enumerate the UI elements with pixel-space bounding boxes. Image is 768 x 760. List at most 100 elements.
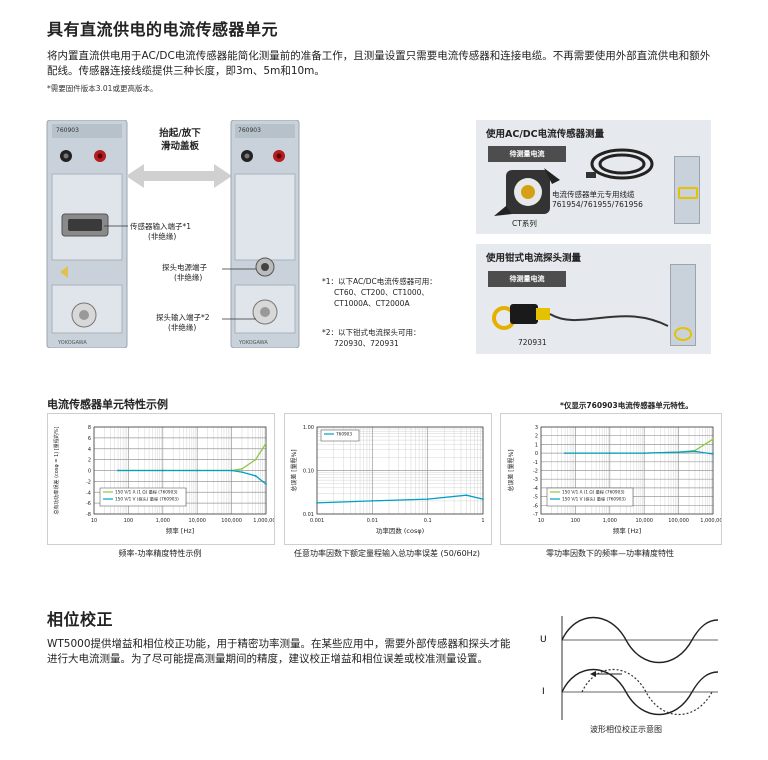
clamp-probe-icon bbox=[492, 304, 669, 330]
slide-arrow bbox=[126, 164, 232, 188]
series-1-point bbox=[241, 467, 243, 470]
ct-series-label: CT系列 bbox=[512, 219, 537, 228]
y-tick-label: -4 bbox=[533, 486, 538, 492]
panel-ct-device bbox=[674, 156, 700, 224]
y-tick-label: 4 bbox=[88, 447, 91, 453]
device-left-brand: YOKOGAWA bbox=[57, 340, 87, 346]
x-tick-label: 1,000,000 bbox=[253, 518, 274, 524]
y-axis-label: 总有功功率误差 (cosφ = 1) [量程的%] bbox=[53, 426, 60, 514]
x-tick-label: 10 bbox=[538, 518, 544, 524]
series-2-point bbox=[117, 469, 119, 472]
x-tick-label: 0.01 bbox=[367, 518, 378, 524]
cable-label: 电流传感器单元专用线缆 761954/761955/761956 bbox=[552, 190, 643, 209]
series-1-point bbox=[316, 501, 318, 504]
x-tick-label: 10 bbox=[91, 518, 97, 524]
wave-i-original bbox=[581, 669, 713, 715]
y-tick-label: 2 bbox=[88, 458, 91, 464]
wave-i-label: I bbox=[542, 687, 545, 697]
legend-label: 760903 bbox=[336, 432, 352, 437]
legend-box bbox=[99, 487, 187, 507]
series-2-point bbox=[712, 453, 714, 455]
panel-clamp-title: 使用钳式电流探头测量 bbox=[486, 253, 582, 264]
series-2-point bbox=[265, 483, 267, 485]
phase-description: WT5000提供增益和相位校正功能，用于精密功率测量。在某些应用中，需要外部传感… bbox=[47, 638, 511, 665]
y-tick-label: -4 bbox=[86, 490, 91, 496]
y-tick-label: 6 bbox=[88, 436, 91, 442]
wave-u-label: U bbox=[540, 635, 547, 645]
panel-clamp-measurement: 使用钳式电流探头测量 待测量电流 720931 bbox=[476, 244, 711, 354]
y-tick-label: 0 bbox=[88, 469, 91, 475]
plot-frame bbox=[93, 426, 267, 515]
characteristics-note: *仅显示760903电流传感器单元特性。 bbox=[560, 401, 693, 410]
section-title-sensor-unit: 具有直流供电的电流传感器单元 bbox=[47, 20, 279, 39]
series-2-point bbox=[643, 452, 646, 454]
legend-label: 150 V/1 A (1 Ω) 量程 (760903) bbox=[562, 489, 625, 496]
panel-ct-tag: 待测量电流 bbox=[488, 146, 566, 162]
device-right-model: 760903 bbox=[238, 127, 261, 134]
device-left-model: 760903 bbox=[56, 127, 79, 134]
wave-i-corrected bbox=[561, 668, 719, 716]
phase-wave-diagram: U I bbox=[536, 612, 720, 742]
series-2-point bbox=[677, 451, 680, 454]
y-tick-label: -8 bbox=[86, 512, 91, 518]
x-tick-label: 1 bbox=[481, 518, 484, 524]
series-2-point bbox=[564, 452, 566, 454]
series-1-point bbox=[265, 442, 267, 445]
x-axis-label: 频率 [Hz] bbox=[166, 526, 194, 535]
footnote-clamp: *2：以下钳式电流探头可用： 720930、720931 bbox=[322, 328, 421, 348]
series-1-point bbox=[712, 438, 714, 441]
probe-input-callout: 探头输入端子*2 (非绝缘) bbox=[156, 313, 210, 332]
phase-diagram-caption: 波形相位校正示意图 bbox=[590, 725, 662, 734]
x-tick-label: 100 bbox=[571, 518, 581, 524]
chart-box-1: 101001,00010,000100,0001,000,00086420-2-… bbox=[47, 413, 279, 545]
x-tick-label: 1,000 bbox=[156, 518, 170, 524]
firmware-note: *需要固件版本3.01或更高版本。 bbox=[47, 84, 158, 93]
y-tick-label: -2 bbox=[86, 479, 91, 485]
y-tick-label: -7 bbox=[533, 512, 538, 518]
x-tick-label: 100,000 bbox=[668, 518, 689, 524]
device-right: 760903 YOKOGAWA bbox=[229, 119, 301, 349]
y-tick-label: -1 bbox=[533, 460, 538, 466]
x-tick-label: 1,000,000 bbox=[700, 518, 721, 524]
legend-box bbox=[320, 429, 360, 442]
y-tick-label: 2 bbox=[535, 434, 538, 440]
chart-zero-pf-accuracy: 101001,00010,000100,0001,000,0003210-1-2… bbox=[507, 425, 726, 535]
ct-sensor-icon bbox=[494, 168, 560, 216]
x-tick-label: 10,000 bbox=[635, 518, 653, 524]
x-axis-label: 功率因数 (cosφ) bbox=[376, 526, 424, 535]
chart1-caption: 频率-功率精度特性示例 bbox=[118, 549, 202, 558]
y-tick-label: 0.10 bbox=[303, 469, 314, 475]
y-tick-label: 0.01 bbox=[303, 512, 314, 518]
x-axis-label: 频率 [Hz] bbox=[613, 526, 641, 535]
series-2-point bbox=[254, 475, 257, 477]
series-1-point bbox=[465, 494, 468, 497]
plot-frame bbox=[316, 426, 484, 515]
x-tick-label: 0.001 bbox=[310, 518, 324, 524]
y-tick-label: -6 bbox=[533, 503, 538, 509]
panel-clamp-device bbox=[670, 264, 696, 346]
chart2-caption: 任意功率因数下额定量程输入总功率误差 (50/60Hz) bbox=[293, 549, 481, 558]
y-axis-label: 总误差 [量程%] bbox=[507, 449, 515, 491]
y-tick-label: -3 bbox=[533, 477, 538, 483]
y-axis-label: 总误差 [量程%] bbox=[290, 449, 298, 491]
y-tick-label: -2 bbox=[533, 469, 538, 475]
sensor-input-callout: 传感器输入端子*1 (非绝缘) bbox=[130, 222, 192, 241]
section-title-phase: 相位校正 bbox=[47, 610, 114, 629]
legend-label: 150 V/1 A (1 Ω) 量程 (760903) bbox=[115, 489, 178, 496]
legend-box bbox=[546, 487, 634, 507]
x-tick-label: 1,000 bbox=[603, 518, 617, 524]
panel-clamp-tag: 待测量电流 bbox=[488, 271, 566, 287]
series-1-point bbox=[426, 498, 429, 501]
series-2-point bbox=[608, 452, 611, 454]
legend-label: 150 V/1 V (探头) 量程 (760903) bbox=[562, 496, 626, 503]
chart-box-3: 101001,00010,000100,0001,000,0003210-1-2… bbox=[500, 413, 726, 545]
chart-freq-power-accuracy: 101001,00010,000100,0001,000,00086420-2-… bbox=[53, 425, 279, 535]
device-right-brand: YOKOGAWA bbox=[238, 340, 268, 346]
cable-icon bbox=[586, 148, 654, 180]
series-2-point bbox=[230, 469, 233, 472]
series-2-point bbox=[196, 469, 199, 472]
y-tick-label: 1.00 bbox=[303, 425, 314, 431]
